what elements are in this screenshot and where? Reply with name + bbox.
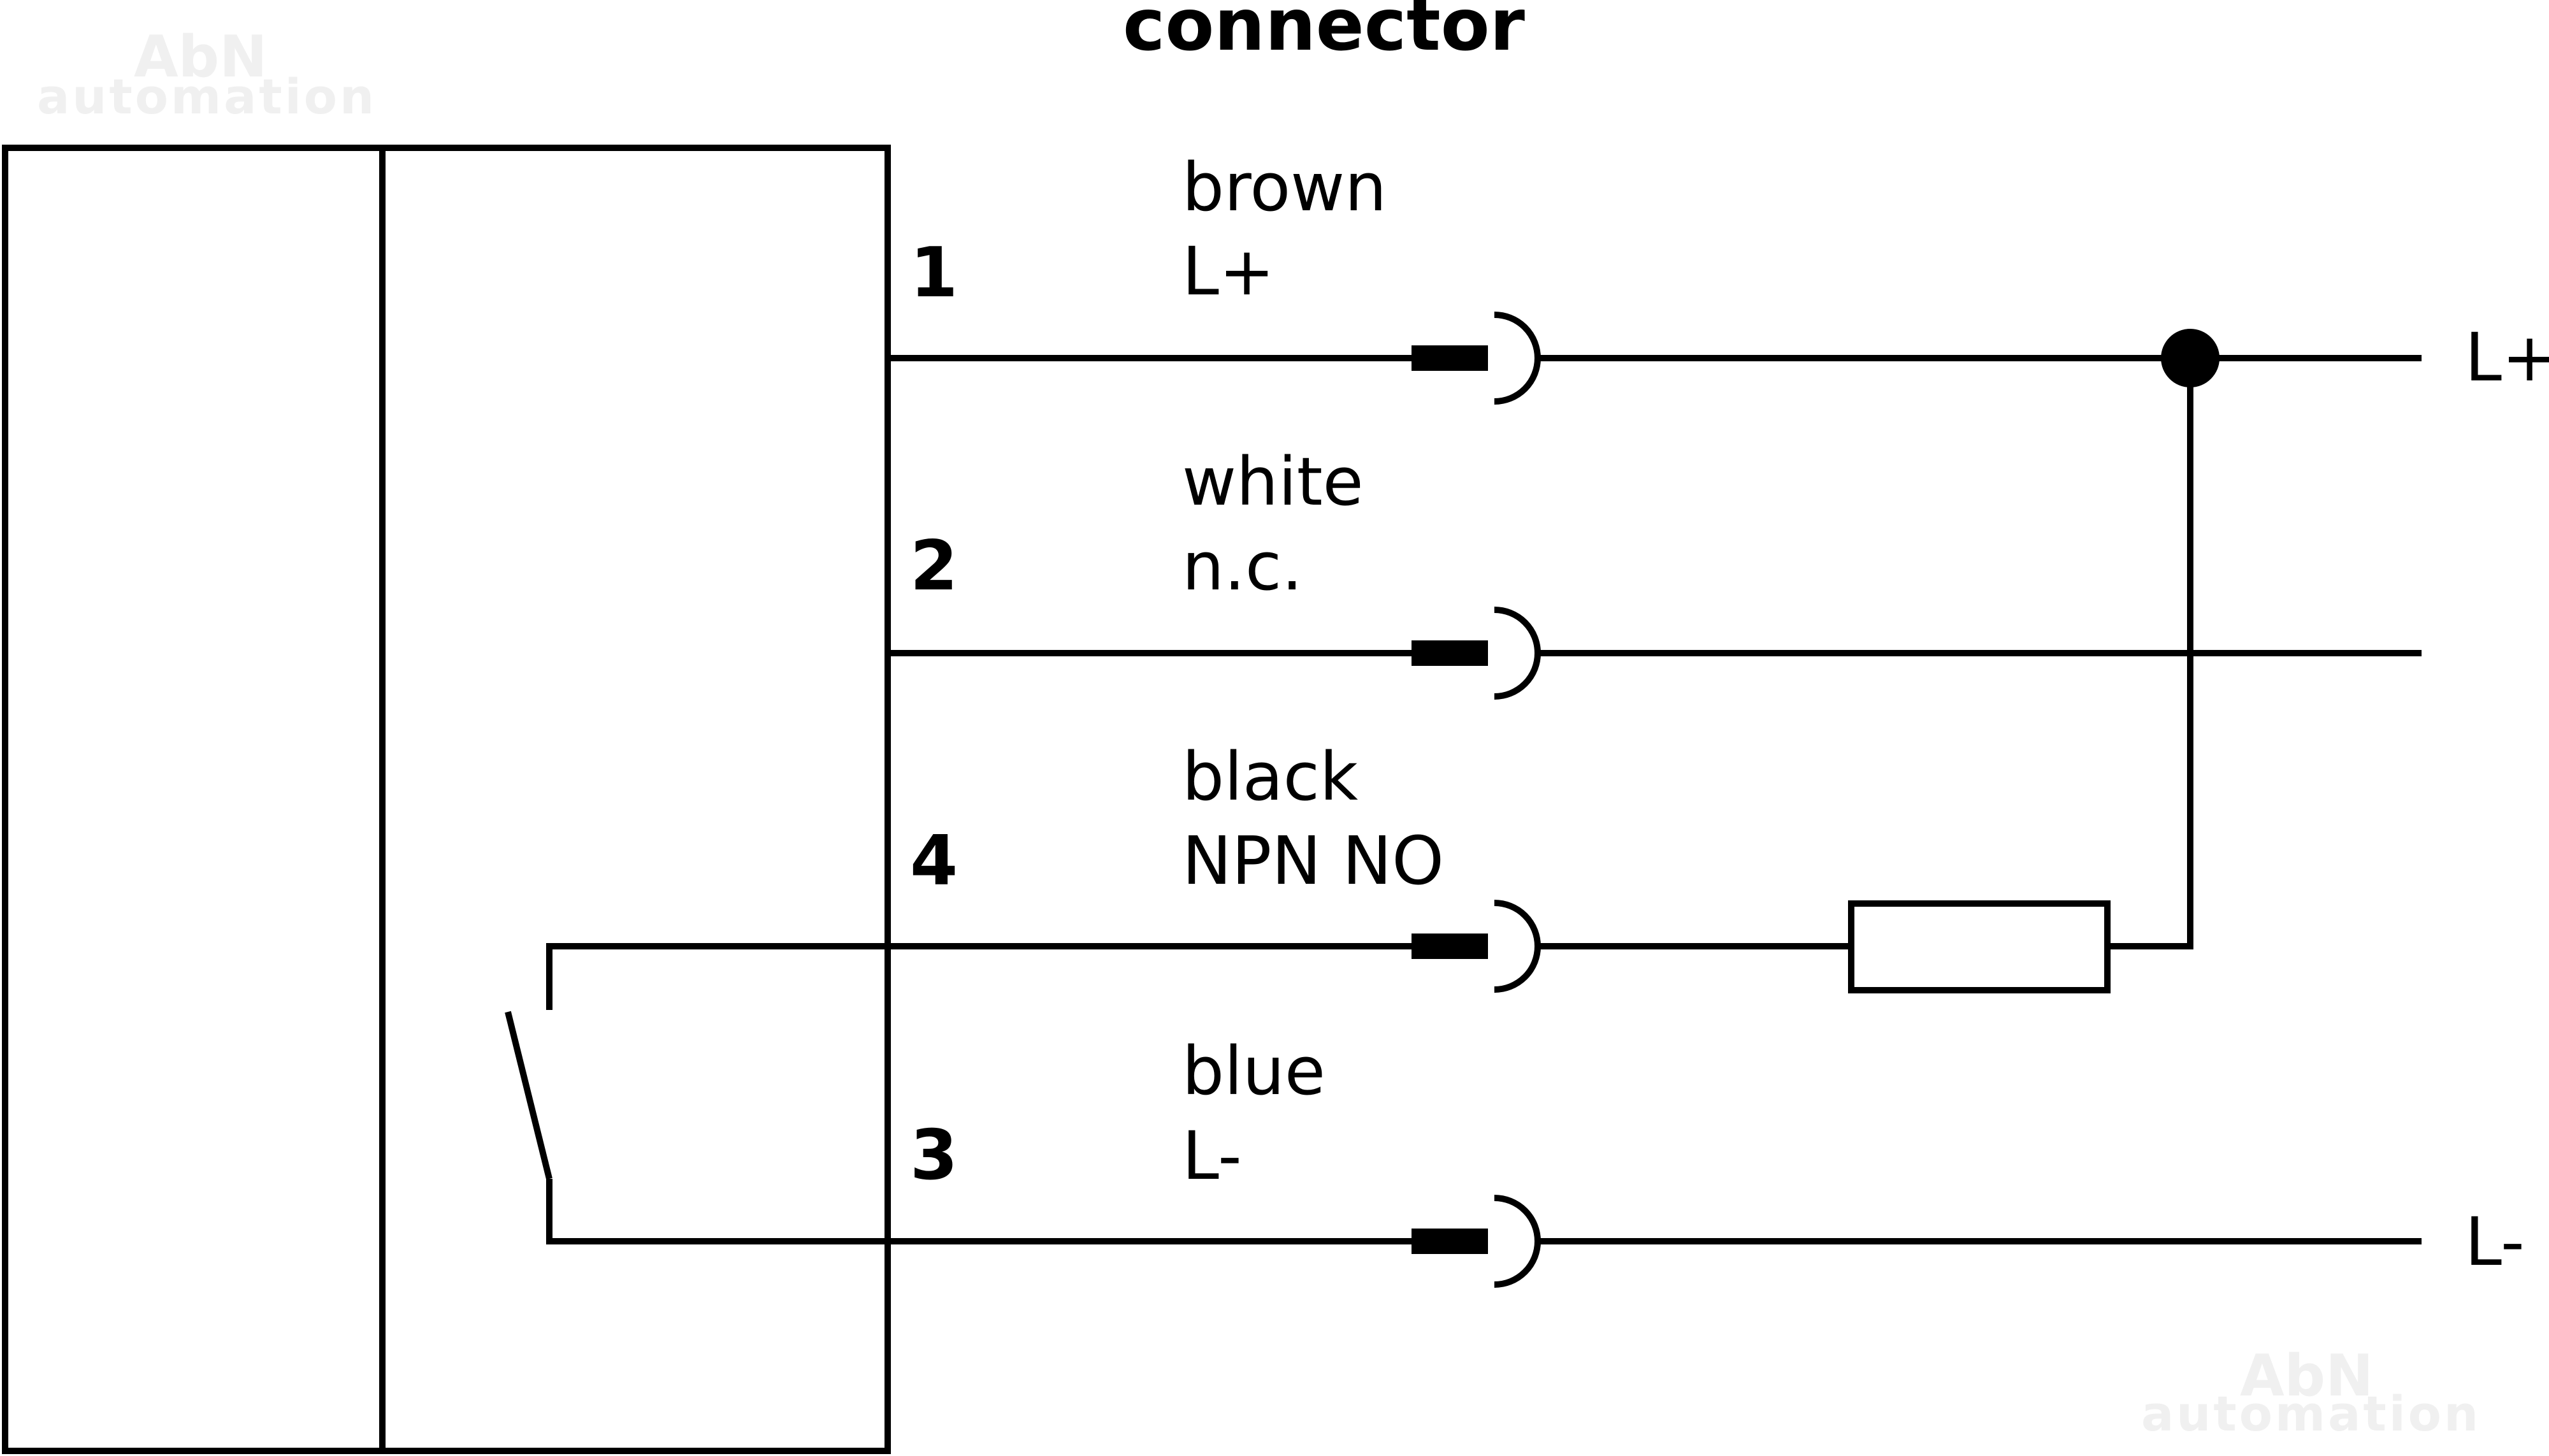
pin-number-2: 2 <box>910 526 958 606</box>
load-return-wire <box>2107 358 2193 949</box>
switch-upper-lead <box>546 943 888 1010</box>
terminal-negative: L- <box>2465 1203 2525 1281</box>
wire-color-black: black <box>1182 738 1358 816</box>
connector-socket-icon <box>1494 607 1541 700</box>
wire-color-brown: brown <box>1182 148 1387 226</box>
wire-signal-1: L+ <box>1182 233 1274 310</box>
switch-blade <box>505 1011 552 1180</box>
watermark-line1: AbN <box>2240 1343 2373 1409</box>
wire-color-white: white <box>1182 443 1364 521</box>
connector-socket-icon <box>1494 900 1541 993</box>
pin-number-3: 3 <box>910 1116 958 1195</box>
diagram-title: connector <box>1123 0 1525 67</box>
watermark-bottom-right: AbN automation <box>2141 1343 2481 1442</box>
junction-dot-icon <box>2161 329 2220 387</box>
switch-lower-lead <box>546 1179 888 1244</box>
connector-plug-icon <box>1412 933 1488 959</box>
wire-1 <box>888 312 2422 405</box>
watermark-top-left: AbN automation <box>37 24 377 125</box>
connector-plug-icon <box>1412 1229 1488 1254</box>
wire-3 <box>888 1195 2422 1288</box>
wire-signal-3: L- <box>1182 1117 1242 1195</box>
watermark-line2: automation <box>37 68 377 125</box>
connector-socket-icon <box>1494 312 1541 405</box>
load-resistor-icon <box>1848 900 2111 993</box>
watermark-line2: automation <box>2141 1385 2481 1442</box>
wire-signal-2: n.c. <box>1182 528 1303 605</box>
pin-number-4: 4 <box>910 821 958 901</box>
connector-socket-icon <box>1494 1195 1541 1288</box>
connector-plug-icon <box>1412 640 1488 666</box>
connector-plug-icon <box>1412 345 1488 371</box>
sensor-housing <box>2 145 891 1454</box>
sensor-body <box>2 145 891 1454</box>
wire-4 <box>888 358 2193 993</box>
wire-2 <box>888 607 2422 700</box>
terminal-positive: L+ <box>2465 319 2549 396</box>
switch-icon <box>505 943 888 1244</box>
watermark-line1: AbN <box>134 24 267 90</box>
wire-color-blue: blue <box>1182 1032 1325 1110</box>
pin-number-1: 1 <box>910 233 958 313</box>
wire-signal-4: NPN NO <box>1182 822 1444 900</box>
